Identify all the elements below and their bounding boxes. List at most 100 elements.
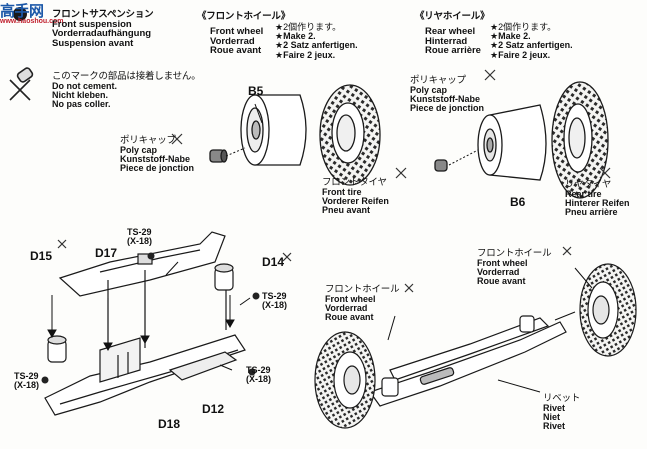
no-cement-notice: このマークの部品は接着しません。 Do not cement. Nicht kl… [52, 72, 201, 109]
part-b6: B6 [510, 195, 526, 209]
part-d15: D15 [30, 249, 53, 263]
front-make-fr: ★Faire 2 jeux. [275, 49, 336, 60]
front-wheel-left-en: Front wheel [325, 293, 376, 304]
suspension-frame [44, 231, 246, 416]
front-wheel-fr: Roue avant [210, 45, 262, 57]
front-wheel-left-fr: Roue avant [325, 312, 374, 323]
rear-wheel-title-jp: 《リヤホイール》 [415, 11, 490, 22]
polycap-front-fr: Piece de jonction [120, 163, 195, 174]
ts29-right-a: TS-29 [262, 291, 287, 301]
part-d12: D12 [202, 402, 225, 416]
polycap-front-en: Poly cap [120, 144, 158, 155]
rear-wheel-heading: 《リヤホイール》 [415, 11, 490, 22]
leader-line [387, 315, 396, 341]
rivet-fr: Rivet [543, 421, 566, 432]
screw-icon [41, 252, 260, 384]
header-title-fr: Suspension avant [52, 38, 134, 50]
part-b5: B5 [248, 84, 264, 98]
front-tire-label: フロントタイヤ Front tire Vorderer Reifen Pneu … [322, 178, 389, 215]
front-make-jp: ★2個作ります。 [275, 22, 342, 32]
rivet-label: リベット Rivet Niet Rivet [543, 394, 580, 431]
rear-tire-en: Rear tire [565, 188, 602, 199]
watermark-url: www.haoshou.com [0, 18, 64, 25]
front-wheel-label-right: フロントホイール Front wheel Vorderrad Roue avan… [477, 248, 552, 286]
polycap-rear-jp: ポリキャップ [410, 75, 466, 86]
rear-make-jp: ★2個作ります。 [490, 22, 557, 32]
rear-tire-fr: Pneu arrière [565, 207, 618, 218]
x18-right-b: (X-18) [246, 374, 272, 385]
no-cement-icon [9, 67, 34, 101]
screw-label-right-b: TS-29 (X-18) [246, 365, 272, 385]
front-wheel-heading: 《フロントホイール》 [197, 12, 290, 22]
rear-make-de: ★2 Satz anfertigen. [490, 40, 573, 51]
notice-de: Nicht kleben. [52, 89, 109, 100]
front-wheel-de: Vorderrad [210, 35, 255, 47]
no-cement-mark [57, 69, 611, 293]
notice-en: Do not cement. [52, 80, 118, 91]
front-wheel-en: Front wheel [210, 26, 264, 37]
header-title-en: Front suspension [52, 18, 132, 30]
polycap-label-rear: ポリキャップ Poly cap Kunststoff-Nabe Piece de… [410, 76, 484, 113]
leader-line [497, 379, 541, 393]
front-tire-de: Vorderer Reifen [322, 195, 389, 206]
front-wheel-right-de: Vorderrad [477, 266, 520, 277]
ts29-left: TS-29 [14, 371, 39, 381]
part-d17: D17 [95, 246, 118, 260]
assembly-arrows [47, 261, 251, 371]
front-tire-en: Front tire [322, 186, 362, 197]
front-wheel-title-jp: 《フロントホイール》 [197, 11, 291, 22]
rear-wheel-make-note: ★2個作ります。 ★Make 2. ★2 Satz anfertigen. ★F… [490, 22, 573, 60]
front-wheel-exploded [209, 84, 381, 186]
rear-make-en: ★Make 2. [490, 31, 531, 42]
part-d14: D14 [262, 255, 285, 269]
polycap-front-de: Kunststoff-Nabe [120, 153, 190, 164]
x18-right-a: (X-18) [262, 300, 288, 311]
front-make-en: ★Make 2. [275, 31, 316, 42]
rear-wheel-fr: Roue arrière [425, 45, 481, 57]
header-title-jp: フロントサスペンション [52, 9, 154, 20]
rivet-de: Niet [543, 411, 561, 422]
notice-jp: このマークの部品は接着しません。 [52, 71, 201, 82]
front-wheel-make-note: ★2個作ります。 ★Make 2. ★2 Satz anfertigen. ★F… [275, 22, 358, 60]
front-make-de: ★2 Satz anfertigen. [275, 40, 358, 51]
rear-tire-label: リヤタイヤ Rear tire Hinterer Reifen Pneu arr… [565, 180, 630, 217]
rear-tire-jp: リヤタイヤ [565, 179, 612, 190]
front-tire-jp: フロントタイヤ [322, 177, 387, 188]
section-header: フロントサスペンション Front suspension Vorderradau… [52, 9, 154, 50]
rear-make-fr: ★Faire 2 jeux. [490, 49, 551, 60]
ts29-right-b: TS-29 [246, 365, 271, 375]
rivet-jp: リベット [543, 393, 581, 404]
rear-wheel-names: Rear wheel Hinterrad Roue arrière [425, 27, 481, 56]
polycap-rear-fr: Piece de jonction [410, 103, 485, 114]
leader-line [254, 103, 263, 124]
rivet-en: Rivet [543, 402, 566, 413]
rear-wheel-de: Hinterrad [425, 35, 468, 47]
watermark-logo: 高手网 [0, 3, 44, 20]
polycap-rear-en: Poly cap [410, 84, 448, 95]
ts29-top: TS-29 [127, 227, 152, 237]
polycap-label-front: ポリキャップ Poly cap Kunststoff-Nabe Piece de… [120, 136, 194, 173]
front-wheel-names: Front wheel Vorderrad Roue avant [210, 27, 263, 56]
rear-tire-de: Hinterer Reifen [565, 197, 630, 208]
front-wheel-label-left: フロントホイール Front wheel Vorderrad Roue avan… [325, 284, 400, 323]
leader-line [225, 147, 246, 157]
rear-wheel-exploded [434, 81, 609, 199]
front-wheel-left-jp: フロントホイール [325, 284, 400, 295]
header-title-de: Vorderradaufhängung [52, 28, 152, 40]
screw-label-left: TS-29 (X-18) [14, 371, 39, 390]
screw-label-top: TS-29 (X-18) [127, 227, 153, 247]
front-assembly [314, 263, 637, 429]
front-wheel-right-jp: フロントホイール [477, 248, 552, 259]
polycap-front-jp: ポリキャップ [120, 135, 176, 146]
part-d18: D18 [158, 417, 181, 431]
leader-line [554, 311, 576, 321]
polycap-rear-de: Kunststoff-Nabe [410, 93, 480, 104]
x18-top: (X-18) [127, 236, 153, 247]
front-wheel-right-en: Front wheel [477, 257, 528, 268]
leader-line [574, 267, 593, 289]
front-wheel-left-de: Vorderrad [325, 302, 368, 313]
leader-line [448, 149, 479, 166]
front-tire-fr: Pneu avant [322, 205, 371, 216]
rear-wheel-en: Rear wheel [425, 26, 476, 37]
